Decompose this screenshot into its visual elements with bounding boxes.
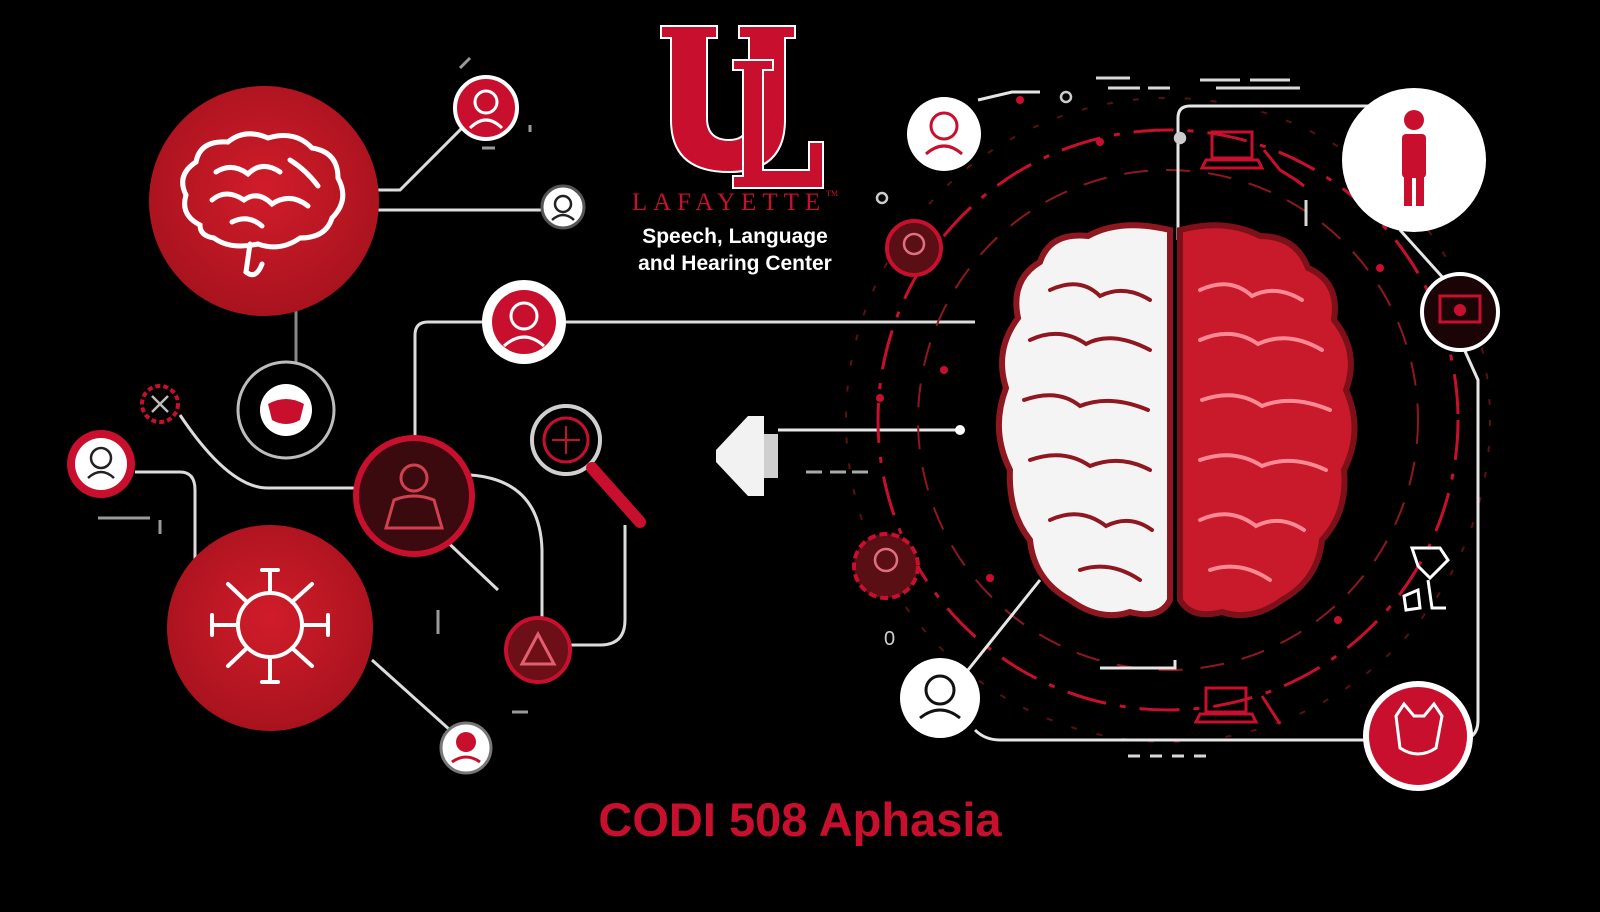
trademark-symbol: TM [826,189,839,198]
person-node-top [453,75,519,141]
presenter-node [1420,272,1500,352]
laptop-top [1199,130,1305,188]
network-hub-circle [167,525,373,731]
person-head-icon [399,463,429,493]
brain-icon [180,131,346,278]
person-node-bottom [439,721,493,775]
person-head-icon [473,89,499,115]
ul-monogram-graphic [660,25,824,189]
course-title: CODI 508 Aphasia [598,793,1002,846]
laptop-bottom [1193,686,1282,725]
center-name: Speech, Language and Hearing Center [600,223,870,277]
left-connectors [135,118,975,732]
person-head-icon [509,301,539,331]
hand-gesture-icon [1402,546,1450,612]
worker-node [353,435,475,557]
center-name-line1: Speech, Language [642,225,828,248]
speaker [716,416,965,496]
person-head-icon [929,111,959,141]
face-mask-icon [268,399,304,424]
person-node-bottom-left [900,658,980,738]
right-small-rings [875,90,1187,205]
right-dashes [1096,76,1308,758]
x-node [140,384,180,424]
mask-node [236,360,336,460]
stray-label: 0 [884,628,896,650]
right-connectors [958,90,1480,742]
red-dots [876,96,1384,624]
person-head-icon [456,732,476,752]
laptop-icon [1204,686,1248,714]
standing-person-node [1342,88,1486,232]
person-node-red-left [885,219,943,277]
person-head-icon [924,674,956,706]
person-node-small [540,184,586,230]
ul-monogram [645,20,825,195]
person-node-mid-left [852,532,920,600]
left-dashes [98,56,532,714]
magnifier [530,404,646,528]
person-node-center [482,280,566,364]
small-red-node [504,616,572,684]
orbit-rings [845,97,1491,743]
split-brain-icon [995,222,1358,619]
person-head-icon [553,194,573,214]
speaker-icon [716,416,764,496]
dog-node [1363,681,1473,791]
network-hub-icon [210,568,330,684]
person-node-topright [907,97,981,171]
center-name-line2: and Hearing Center [638,252,832,275]
person-head-icon [89,446,113,470]
magnifier-icon [586,462,646,528]
university-logo: LAFAYETTETM Speech, Language and Hearing… [600,20,870,277]
standing-person-icon [1402,110,1426,206]
laptop-icon [1210,130,1254,160]
person-node-left [67,430,135,498]
brain-circle [149,86,379,316]
wordmark: LAFAYETTETM [631,189,839,216]
